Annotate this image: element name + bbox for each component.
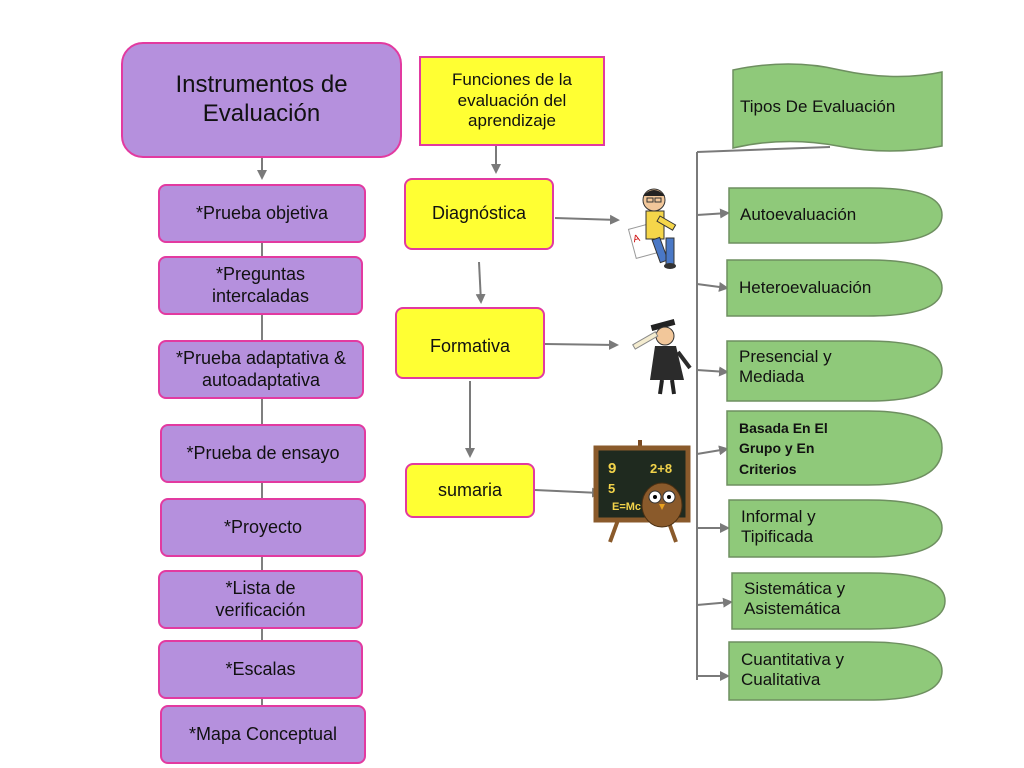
tipo-label: Cuantitativa y Cualitativa — [741, 650, 844, 690]
svg-text:5: 5 — [608, 481, 615, 496]
graduate-with-diploma-icon — [632, 318, 692, 395]
instrumentos-title-text: Instrumentos de Evaluación — [175, 71, 348, 127]
branch-4 — [696, 445, 729, 456]
instrumento-label: *Preguntas intercaladas — [211, 263, 310, 306]
instrumento-label: *Escalas — [225, 658, 296, 679]
instrumento-label: *Lista de verificación — [215, 577, 306, 620]
funciones-title-text: Funciones de la evaluación del aprendiza… — [451, 70, 573, 131]
svg-text:E=Mc: E=Mc — [612, 501, 641, 513]
instrumento-label: *Prueba de ensayo — [186, 442, 340, 463]
tipo-shape-7 — [728, 641, 943, 701]
funcion-label: sumaria — [437, 479, 503, 500]
instrumento-item: *Mapa Conceptual — [160, 705, 366, 764]
instrumento-item: *Prueba de ensayo — [160, 424, 366, 483]
tipo-shape-5 — [728, 499, 943, 558]
funcion-label: Formativa — [429, 336, 510, 356]
tipo-label: Basada En El Grupo y En Criterios — [739, 420, 828, 477]
tipo-shape-1 — [728, 187, 943, 244]
branch-6 — [696, 597, 733, 608]
instrumento-item: *Prueba objetiva — [158, 184, 366, 243]
student-with-exam-icon: A — [627, 188, 677, 269]
tipo-shape-2 — [726, 259, 943, 317]
tipo-label: Autoevaluación — [740, 205, 857, 224]
funcion-diagnostica: Diagnóstica — [404, 178, 554, 250]
instrumento-label: *Prueba objetiva — [195, 202, 329, 223]
svg-text:9: 9 — [608, 460, 616, 477]
funcion-sumaria: sumaria — [405, 463, 535, 518]
instrumento-item: *Lista de verificación — [158, 570, 363, 629]
svg-text:2+8: 2+8 — [650, 461, 672, 476]
branch-1 — [696, 208, 730, 219]
instrumento-label: *Prueba adaptativa & autoadaptativa — [175, 347, 347, 390]
tipos-title-text: Tipos De Evaluación — [740, 97, 896, 116]
funcion-label: Diagnóstica — [431, 203, 527, 224]
branch-3 — [696, 366, 729, 377]
arrow-formativa-illustration — [544, 339, 619, 350]
arrow-sumaria-illustration — [534, 487, 602, 498]
instrumento-item: *Proyecto — [160, 498, 366, 557]
tipo-label: Heteroevaluación — [739, 278, 872, 297]
instrumentos-title: Instrumentos de Evaluación — [121, 42, 402, 158]
tipos-title: Tipos De Evaluación — [740, 97, 895, 117]
owl-chalkboard-icon: 9 2+8 5 E=Mc — [593, 440, 691, 543]
tipo-label: Sistemática y Asistemática — [744, 579, 846, 619]
instrumento-label: *Mapa Conceptual — [188, 723, 338, 744]
tipos-spine-top — [696, 146, 831, 153]
svg-text:A: A — [632, 233, 642, 245]
instrumento-item: *Prueba adaptativa & autoadaptativa — [158, 340, 364, 399]
branch-2 — [696, 281, 729, 292]
arrow-diag-illustration — [554, 214, 620, 225]
instrumento-label: *Proyecto — [223, 516, 303, 537]
tipo-shape-4 — [726, 410, 943, 486]
tipo-shape-6 — [731, 572, 946, 630]
instrumento-item: *Preguntas intercaladas — [158, 256, 363, 315]
arrow-diag-formativa — [475, 261, 486, 304]
tipos-title-shape — [732, 63, 943, 152]
tipo-label: Presencial y Mediada — [739, 347, 832, 387]
tipo-shape-3 — [726, 340, 943, 402]
funcion-formativa: Formativa — [395, 307, 545, 379]
instrumento-item: *Escalas — [158, 640, 363, 699]
funciones-title: Funciones de la evaluación del aprendiza… — [419, 56, 605, 146]
tipo-label: Informal y Tipificada — [741, 507, 816, 547]
